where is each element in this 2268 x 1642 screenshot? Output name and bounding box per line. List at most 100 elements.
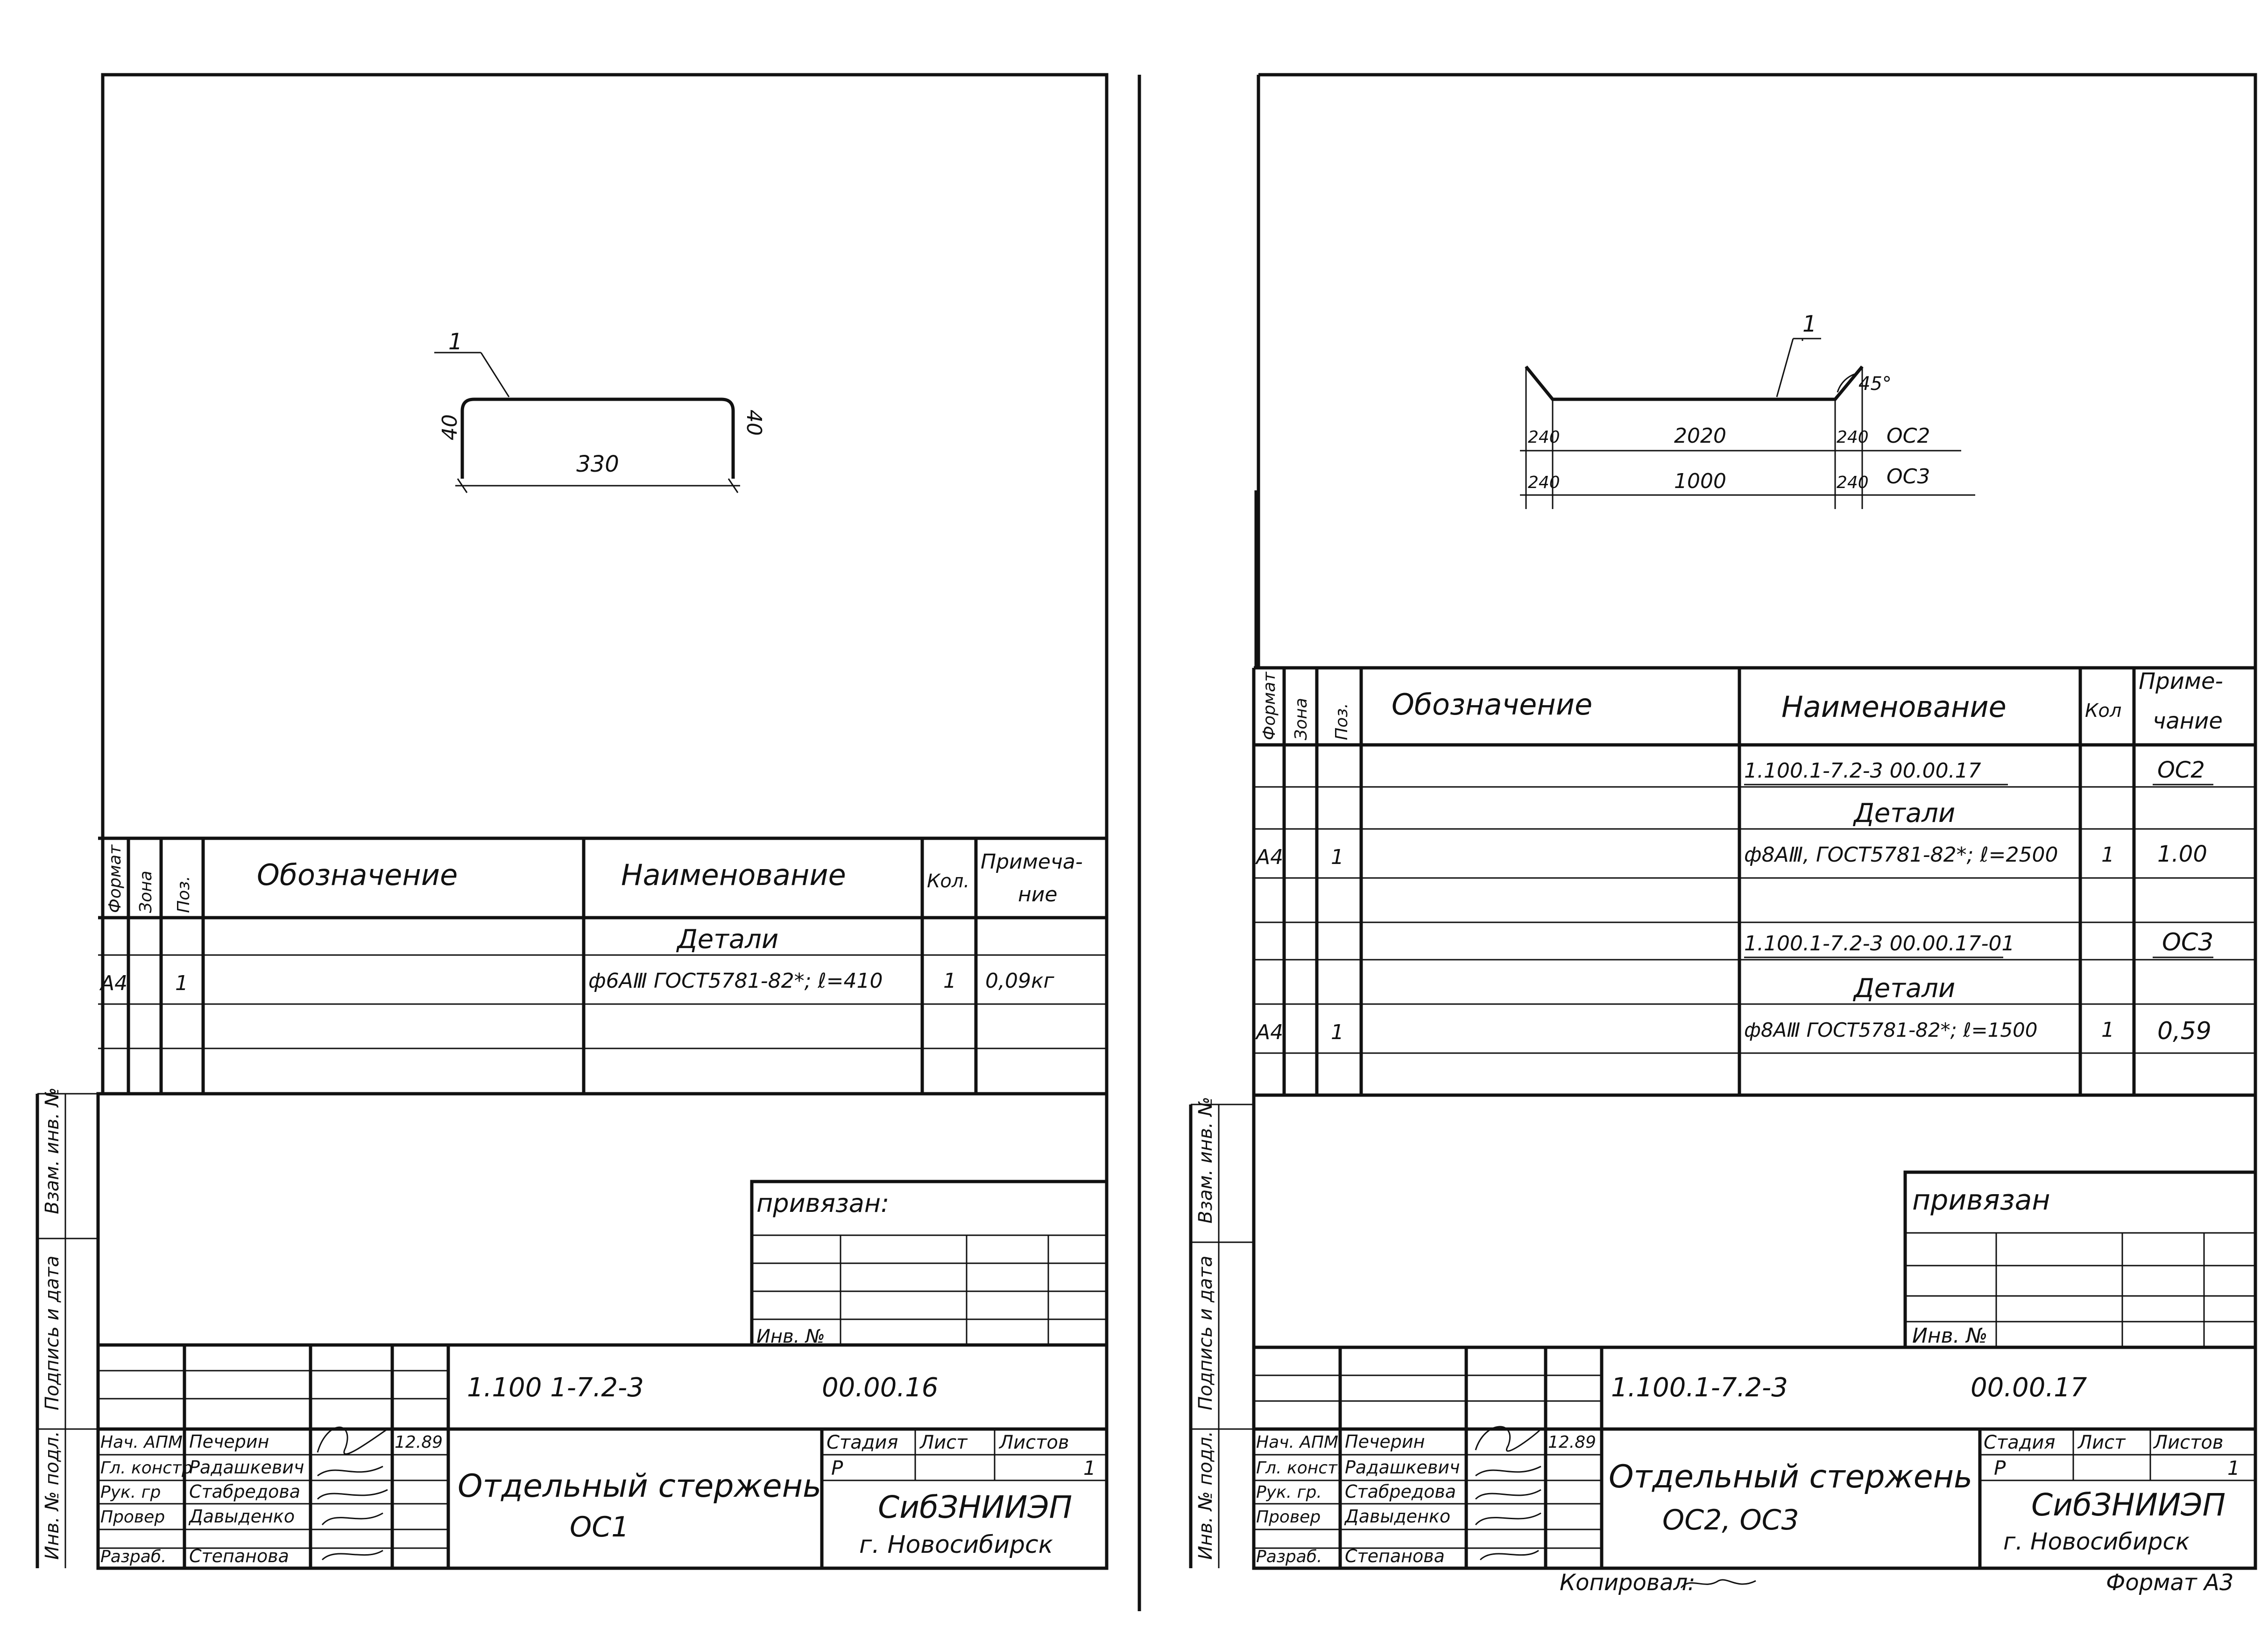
vzam-inv-label: Взам. инв. №: [42, 1087, 63, 1214]
row1-pos: 1: [175, 971, 188, 995]
position-mark-1-r: 1: [1802, 311, 1817, 337]
title-line1: Отдельный стержень: [458, 1468, 821, 1505]
col-note-header: Примеча-: [981, 850, 1083, 874]
row1-format: А4: [99, 971, 127, 995]
row2-right-dim: 240: [1837, 473, 1869, 492]
spec-row1-name: Детали: [1852, 798, 1955, 828]
drawing-code: 1.100 1-7.2-3: [467, 1373, 644, 1403]
dim-left-leg: 40: [438, 414, 462, 440]
right-spec-table: Формат Зона Поз. Обозначение Наименовани…: [1254, 666, 2255, 1097]
stage-header-r: Стадия: [1984, 1432, 2055, 1453]
col-name-header: Наименование: [621, 858, 846, 892]
podpis-data-label: Подпись и дата: [42, 1256, 63, 1410]
inv-podl-label: Инв. № подл.: [42, 1431, 63, 1560]
name-r-2: Стабредова: [1345, 1481, 1456, 1502]
role-r-3: Провер: [1256, 1508, 1321, 1527]
copier-signature: [1680, 1579, 1756, 1589]
spec-row2-format: А4: [1255, 845, 1283, 869]
name-4: Степанова: [189, 1546, 289, 1566]
stage-value: Р: [831, 1457, 843, 1479]
right-title-block: 1.100.1-7.2-3 00.00.17 Нач. АПМ. Гл. кон…: [1254, 1345, 2255, 1568]
spec-row5-name: Детали: [1852, 973, 1955, 1004]
role-r-2: Рук. гр.: [1256, 1483, 1322, 1502]
col-note-header-r2: чание: [2153, 708, 2223, 734]
row-details-name: Детали: [676, 924, 778, 955]
spec-row6-qty: 1: [2101, 1018, 2114, 1042]
org-name: СибЗНИИЭП: [878, 1489, 1072, 1525]
dim-length: 330: [576, 451, 619, 477]
col-zone-header-r: Зона: [1292, 698, 1311, 740]
angle-45: 45°: [1858, 373, 1892, 395]
spec-row6-note: 0,59: [2157, 1017, 2211, 1045]
name-r-1: Радашкевич: [1345, 1457, 1460, 1478]
name-3: Давыденко: [188, 1506, 295, 1527]
row1-mark: ОС2: [1886, 424, 1930, 448]
role-2: Рук. гр: [100, 1483, 161, 1502]
role-0: Нач. АПМ.: [100, 1433, 188, 1452]
stage-value-r: Р: [1994, 1457, 2006, 1479]
title-line2-r: ОС2, ОС3: [1662, 1504, 1799, 1536]
sheet-header-r: Лист: [2077, 1432, 2126, 1453]
drawing-code-suffix-r: 00.00.17: [1971, 1373, 2087, 1403]
col-name-header-r: Наименование: [1781, 690, 2007, 724]
row1-left-dim: 240: [1528, 428, 1560, 447]
format-label: Формат А3: [2106, 1570, 2233, 1596]
spec-row6-name: ф8АⅢ ГОСТ5781-82*; ℓ=1500: [1744, 1019, 2038, 1041]
col-designation-header: Обозначение: [257, 858, 458, 892]
row2-left-dim: 240: [1528, 473, 1560, 492]
left-title-block: 1.100 1-7.2-3 00.00.16 Нач. АПМ. Гл. кон…: [98, 1343, 1107, 1568]
sign-date: 12.89: [395, 1433, 443, 1452]
right-bar-drawing: 1 45° 240 2020 240 ОС2 240 1000 240 ОС3: [1520, 311, 1975, 509]
row2-mark: ОС3: [1886, 465, 1930, 488]
spec-row2-qty: 1: [2101, 843, 2114, 867]
role-4: Разраб.: [100, 1547, 166, 1566]
signatures-r: [1475, 1426, 1542, 1561]
sign-date-r: 12.89: [1548, 1433, 1596, 1452]
spec-row0-name: 1.100.1-7.2-3 00.00.17: [1744, 759, 1981, 783]
spec-row2-name: ф8АⅢ, ГОСТ5781-82*; ℓ=2500: [1744, 843, 2058, 867]
left-sheet: Взам. инв. № Подпись и дата Инв. № подл.…: [35, 73, 1109, 1570]
name-1: Радашкевич: [189, 1457, 304, 1478]
privyazan-label-r: привязан: [1912, 1184, 2050, 1217]
podpis-data-label-r: Подпись и дата: [1195, 1256, 1216, 1410]
role-1: Гл. констр: [100, 1458, 192, 1478]
sheet-header: Лист: [919, 1432, 968, 1453]
signatures: [317, 1426, 388, 1561]
spec-row0-note: ОС2: [2157, 757, 2205, 783]
title-line2: ОС1: [570, 1511, 629, 1543]
role-3: Провер: [100, 1508, 165, 1527]
row2-mid-dim: 1000: [1674, 469, 1726, 493]
sheets-header-r: Листов: [2153, 1432, 2223, 1453]
sheets-value: 1: [1083, 1457, 1096, 1479]
org-city: г. Новосибирск: [859, 1531, 1053, 1559]
left-privyazan: привязан: Инв. №: [750, 1180, 1107, 1347]
org-name-r: СибЗНИИЭП: [2031, 1487, 2226, 1523]
name-r-0: Печерин: [1345, 1431, 1425, 1452]
row1-mid-dim: 2020: [1674, 424, 1726, 448]
col-pos-header: Поз.: [174, 876, 193, 913]
spec-row6-format: А4: [1255, 1020, 1283, 1044]
col-note-header-r: Приме-: [2139, 668, 2223, 694]
role-r-0: Нач. АПМ.: [1256, 1433, 1344, 1452]
row1-qty: 1: [943, 969, 956, 993]
spec-row4-note: ОС3: [2162, 928, 2213, 956]
dim-right-leg: 40: [742, 410, 766, 436]
col-zone-header: Зона: [136, 871, 155, 913]
right-privyazan: привязан Инв. №: [1903, 1170, 2255, 1348]
sheets-value-r: 1: [2227, 1457, 2240, 1479]
right-sheet: Взам. инв. № Подпись и дата Инв. № подл.…: [1189, 73, 2257, 1596]
drawing-code-r: 1.100.1-7.2-3: [1611, 1373, 1788, 1403]
right-frame: [1252, 73, 2257, 1570]
stage-header: Стадия: [827, 1432, 898, 1453]
row1-right-dim: 240: [1837, 428, 1869, 447]
spec-row2-pos: 1: [1331, 845, 1344, 869]
left-bar-drawing: 1 330 40 40: [434, 329, 766, 493]
spec-row2-note: 1.00: [2157, 841, 2207, 867]
col-qty-header: Кол.: [927, 871, 969, 892]
name-r-4: Степанова: [1345, 1546, 1445, 1566]
privyazan-label: привязан:: [756, 1189, 889, 1218]
name-0: Печерин: [189, 1431, 269, 1452]
drawing-code-suffix: 00.00.16: [822, 1373, 938, 1403]
name-2: Стабредова: [189, 1481, 300, 1502]
inv-podl-label-r: Инв. № подл.: [1195, 1431, 1216, 1560]
